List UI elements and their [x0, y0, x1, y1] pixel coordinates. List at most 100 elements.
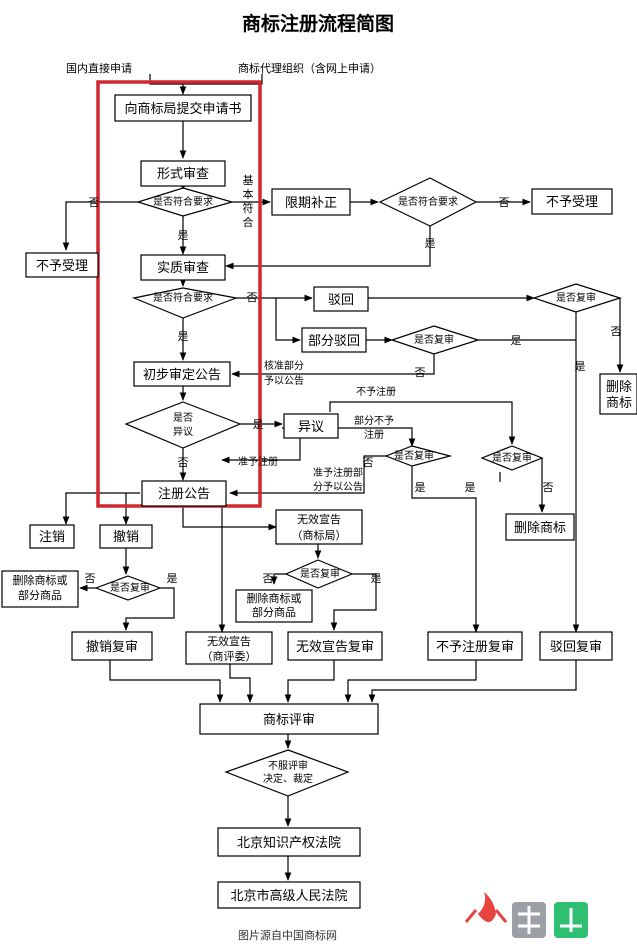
- correction-check-label: 是否符合要求: [398, 195, 458, 208]
- substantive-check-diamond: [131, 287, 239, 319]
- formal-check-diamond: [135, 187, 235, 217]
- reject-full-label: 驳回: [328, 293, 354, 308]
- page-title: 商标注册流程简图: [242, 12, 394, 35]
- edge-objection-no: 否: [178, 456, 189, 469]
- invalid-committee-box: [185, 631, 273, 665]
- edge-obj-b-yes: 是: [465, 481, 476, 494]
- edge-invalid-yes: 是: [371, 572, 382, 585]
- high-court-box: [217, 881, 361, 909]
- edge-formal-no: 否: [89, 196, 100, 209]
- ip-court-box: [217, 827, 361, 857]
- delete-partial-label: 删除商标或部分商品: [13, 573, 68, 602]
- entry-agent-label: 商标代理组织（含网上申请）: [238, 61, 381, 75]
- edge-allow-register: 准予注册: [238, 455, 278, 468]
- objection-recheck-diamond-a: [384, 445, 453, 467]
- reg-notice-label: 注册公告: [158, 487, 210, 502]
- invalid-recheck-label: 是否复审: [300, 567, 340, 580]
- edge-part-no-register-2: 注册: [364, 428, 384, 441]
- prelim-notice-box: [133, 361, 231, 387]
- edge-correction-yes: 是: [425, 237, 436, 250]
- delete-mark-top-box: [599, 373, 637, 415]
- edge-approve-part-1: 核准部分: [264, 359, 304, 372]
- invalid-bureau-line2: （商标局）: [292, 528, 347, 542]
- edge-objection-yes: 是: [253, 418, 264, 431]
- edge-basic-match: 基本符合: [243, 174, 254, 229]
- reject-review-label: 驳回复审: [550, 640, 602, 655]
- fire-carp-logo: [464, 892, 588, 938]
- ip-court-label: 北京知识产权法院: [237, 835, 341, 851]
- reject-recheck-diamond: [532, 283, 622, 313]
- edge-allow-part-2: 分予以公告: [313, 480, 363, 493]
- invalid-review-box: [287, 631, 383, 661]
- reg-notice-box: [141, 480, 227, 507]
- entry-direct-label: 国内直接申请: [66, 61, 132, 75]
- edge-partial-yes: 是: [511, 334, 522, 347]
- edge-correction-no: 否: [499, 196, 510, 209]
- no-reg-review-box: [427, 631, 523, 661]
- reject-full-box: [313, 286, 369, 312]
- image-credit: 图片源自中国商标网: [238, 928, 337, 942]
- invalid-bureau-box: [275, 509, 363, 545]
- delete-partial-2-label: 删除商标或部分商品: [247, 591, 302, 619]
- invalid-committee-line2: （商评委）: [202, 649, 257, 663]
- edge-no-register: 不予注册: [356, 385, 396, 398]
- reject-left-label: 不予受理: [36, 259, 88, 274]
- revoke-label: 撤销: [113, 529, 139, 545]
- correction-check-diamond: [378, 177, 478, 227]
- revoke-review-box: [71, 631, 153, 661]
- formal-review-label: 形式审查: [157, 167, 209, 182]
- reject-recheck-label: 是否复审: [556, 291, 596, 304]
- substantive-review-box: [140, 254, 226, 281]
- edge-substantive-no: 否: [247, 291, 258, 304]
- reject-partial-box: [301, 327, 367, 353]
- trab-review-box: [199, 703, 379, 735]
- objection-box: [283, 413, 339, 439]
- objection-recheck-diamond-b: [480, 445, 544, 471]
- invalid-committee-line1: 无效宣告: [207, 634, 251, 648]
- edge-obj-a-no: 否: [363, 456, 374, 469]
- revoke-recheck-label: 是否复审: [110, 581, 150, 594]
- cancel-reg-label: 注销: [39, 530, 65, 545]
- delete-mark-mid-label: 删除商标: [514, 521, 566, 536]
- edge-substantive-yes: 是: [178, 330, 189, 343]
- delete-partial-box: [1, 570, 79, 608]
- correction-label: 限期补正: [285, 196, 337, 211]
- edge-allow-part-1: 准予注册部: [313, 466, 363, 479]
- edge-reject-yes: 是: [575, 360, 586, 373]
- reject-left-box: [25, 252, 99, 278]
- high-court-label: 北京市高级人民法院: [230, 888, 347, 904]
- disagree-diamond: [224, 749, 350, 797]
- objection-label: 异议: [298, 420, 324, 435]
- partial-recheck-diamond: [390, 325, 480, 355]
- invalid-review-label: 无效宣告复审: [296, 639, 374, 655]
- trab-review-label: 商标评审: [263, 713, 315, 728]
- edge-part-no-register-1: 部分不予: [354, 414, 394, 427]
- objection-recheck-label-a: 是否复审: [394, 449, 434, 462]
- cancel-reg-box: [29, 524, 75, 549]
- formal-review-box: [140, 160, 226, 187]
- substantive-review-label: 实质审查: [157, 261, 209, 276]
- objection-recheck-label-b: 是否复审: [492, 451, 532, 464]
- edge-formal-yes: 是: [178, 229, 189, 242]
- revoke-box: [99, 524, 153, 549]
- reject-right-box: [531, 188, 613, 215]
- edge-revoke-yes: 是: [167, 572, 178, 585]
- revoke-recheck-diamond: [94, 575, 162, 601]
- objection-check-diamond: [124, 401, 242, 449]
- no-reg-review-label: 不予注册复审: [436, 640, 514, 655]
- objection-check-line1: 是否: [173, 412, 193, 424]
- formal-check-label: 是否符合要求: [153, 195, 213, 208]
- edge-revoke-no: 否: [85, 572, 96, 585]
- invalid-recheck-diamond: [284, 559, 354, 589]
- reject-partial-label: 部分驳回: [308, 334, 360, 349]
- submit-application-label: 向商标局提交申请书: [124, 101, 241, 117]
- invalid-bureau-line1: 无效宣告: [297, 512, 341, 526]
- edge-invalid-no: 否: [263, 572, 274, 585]
- submit-application-box: [114, 94, 252, 122]
- correction-box: [271, 188, 351, 216]
- delete-partial-2-box: [235, 589, 313, 623]
- edge-approve-part-2: 予以公告: [264, 374, 304, 387]
- delete-mark-mid-box: [505, 513, 575, 541]
- reject-right-label: 不予受理: [546, 195, 598, 210]
